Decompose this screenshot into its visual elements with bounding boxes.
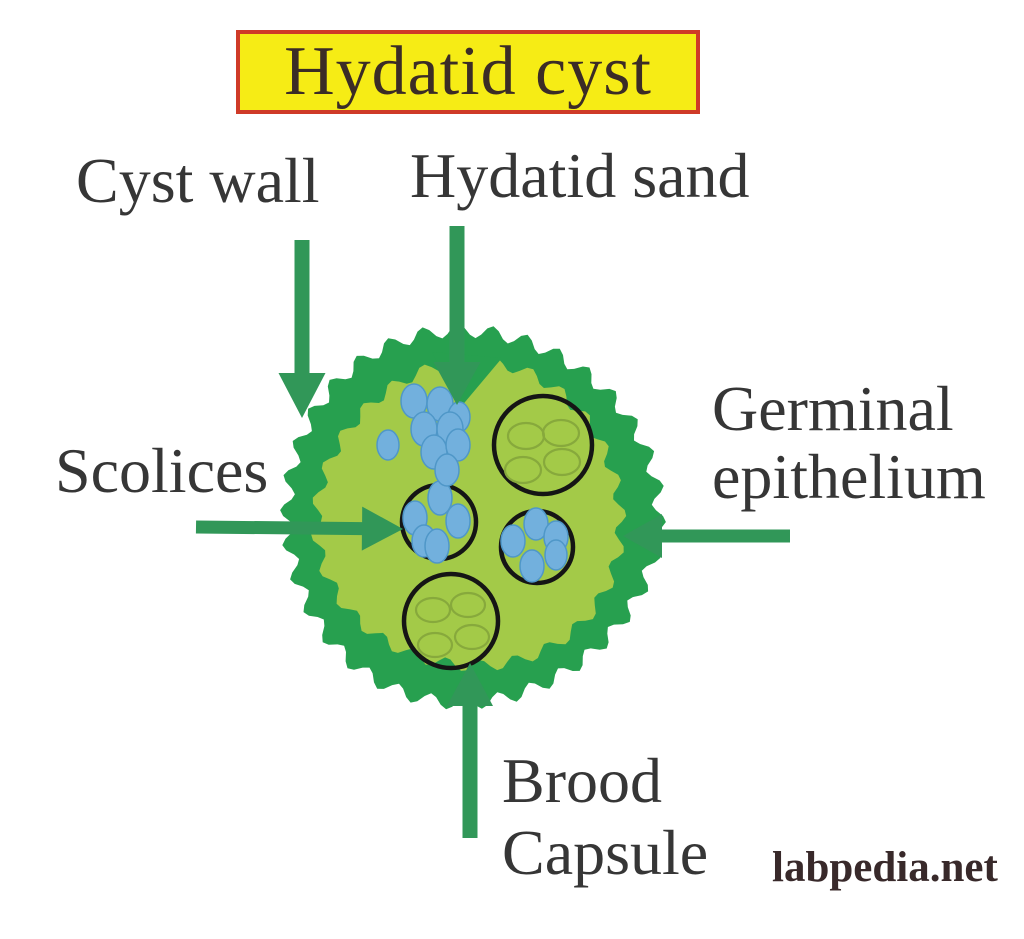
scolex xyxy=(519,549,545,583)
scolex xyxy=(544,539,568,571)
hydatid-sand-scolex xyxy=(376,429,400,461)
developing-scolex-outline xyxy=(542,447,582,477)
developing-scolex-outline xyxy=(541,418,581,448)
cyst-wall-arrow xyxy=(278,240,326,418)
developing-scolex-outline xyxy=(503,455,543,485)
label-germinal-line2: epithelium xyxy=(712,441,986,512)
scolex xyxy=(445,503,471,539)
label-scolices: Scolices xyxy=(55,435,269,506)
developing-scolex-outline xyxy=(453,623,491,651)
hydatid-sand-arrow xyxy=(433,226,481,405)
brood-capsule-arrow xyxy=(447,663,493,838)
developing-scolex-outline xyxy=(416,631,454,659)
developing-scolex-outline xyxy=(414,596,452,624)
title-box: Hydatid cyst xyxy=(236,30,700,114)
hydatid-sand-scolex xyxy=(445,428,471,462)
label-brood-line2: Capsule xyxy=(502,817,709,888)
scolices-arrow xyxy=(195,506,403,551)
page-title: Hydatid cyst xyxy=(284,33,652,110)
germinal-epithelium-arrow xyxy=(623,514,790,558)
developing-scolex-outline xyxy=(449,591,487,619)
label-germinal-epithelium: Germinal epithelium xyxy=(712,375,986,511)
label-brood-line1: Brood xyxy=(502,745,662,816)
scolex xyxy=(424,528,450,564)
brood-capsule-bottom xyxy=(401,571,501,671)
brood-capsule-top-right xyxy=(491,393,595,497)
hydatid-sand-scolex xyxy=(434,453,460,487)
scolex xyxy=(500,524,526,558)
label-brood-capsule: Brood Capsule xyxy=(502,745,708,889)
site-watermark: labpedia.net xyxy=(772,844,998,891)
label-hydatid-sand: Hydatid sand xyxy=(410,140,750,211)
label-germinal-line1: Germinal xyxy=(712,373,954,444)
label-cyst-wall: Cyst wall xyxy=(76,145,320,216)
